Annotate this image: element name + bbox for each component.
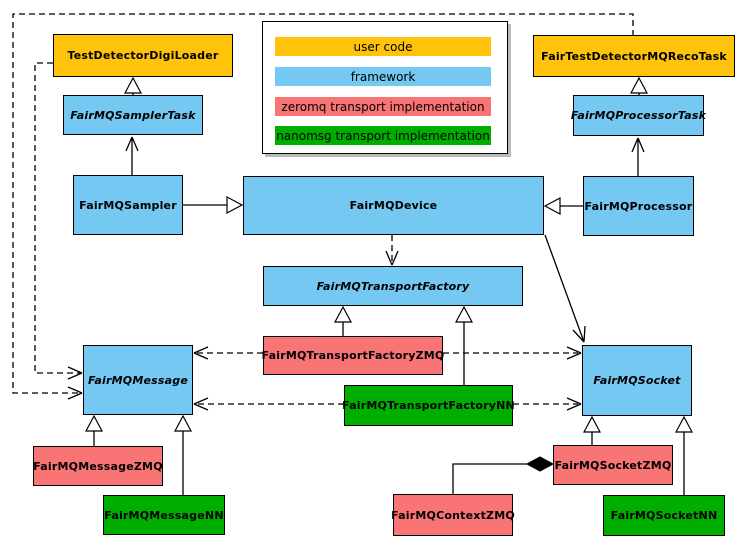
legend-item-framework: framework (275, 67, 491, 86)
edge-socketnn-to-socket (675, 415, 693, 495)
edge-contextzmq-to-socketzmq (452, 456, 555, 494)
edge-device-to-transportfactory (385, 235, 399, 266)
edge-messagezmq-to-message (85, 414, 103, 446)
class-box-fair-test-detector-mq-reco-task: FairTestDetectorMQRecoTask (533, 35, 735, 77)
class-box-fairmq-context-zmq: FairMQContextZMQ (391, 494, 515, 536)
edge-factorynn-to-message (193, 397, 344, 411)
legend-label: zeromq transport implementation (281, 99, 485, 114)
class-box-fairmq-socket-zmq: FairMQSocketZMQ (553, 445, 673, 485)
legend-item-nanomsg: nanomsg transport implementation (275, 126, 491, 145)
edge-factorynn-to-socket (513, 397, 582, 411)
class-box-fairmq-processor: FairMQProcessor (583, 176, 694, 236)
edge-factorynn-to-factory (455, 305, 473, 385)
edge-device-to-socket (544, 234, 586, 343)
edge-processortask-to-recotask (630, 76, 648, 95)
edge-processor-to-device (543, 197, 583, 215)
legend-item-user-code: user code (275, 37, 491, 56)
class-box-fairmq-transport-factory: FairMQTransportFactory (263, 266, 523, 306)
edge-messagenn-to-message (174, 414, 192, 495)
legend-label: nanomsg transport implementation (276, 128, 490, 143)
edge-factoryzmq-to-socket (443, 346, 582, 360)
edge-recotask-to-message (12, 13, 634, 400)
class-box-fairmq-message-nn: FairMQMessageNN (103, 495, 225, 535)
legend-item-zeromq: zeromq transport implementation (275, 97, 491, 116)
edge-socketzmq-to-socket (583, 415, 601, 445)
class-box-fairmq-socket-nn: FairMQSocketNN (603, 495, 725, 536)
class-box-fairmq-message: FairMQMessage (83, 345, 193, 415)
class-box-fairmq-processor-task: FairMQProcessorTask (571, 95, 706, 136)
class-box-test-detector-digi-loader: TestDetectorDigiLoader (53, 34, 233, 77)
edge-factoryzmq-to-factory (334, 305, 352, 336)
edge-processor-to-processortask (631, 137, 645, 176)
class-box-fairmq-sampler-task: FairMQSamplerTask (63, 95, 203, 135)
edge-samplertask-to-digiloader (124, 76, 142, 95)
class-box-fairmq-transport-factory-nn: FairMQTransportFactoryNN (342, 385, 515, 426)
class-box-fairmq-socket: FairMQSocket (582, 345, 692, 416)
edge-sampler-to-device (183, 196, 244, 214)
legend-label: user code (353, 39, 413, 54)
class-box-fairmq-message-zmq: FairMQMessageZMQ (33, 446, 163, 486)
class-box-fairmq-sampler: FairMQSampler (73, 175, 183, 235)
edge-factoryzmq-to-message (193, 346, 263, 360)
class-box-fairmq-device: FairMQDevice (243, 176, 544, 235)
legend: user code framework zeromq transport imp… (262, 21, 508, 154)
edge-digiloader-to-message (34, 62, 83, 380)
edge-sampler-to-samplertask (125, 136, 139, 175)
legend-label: framework (350, 69, 416, 84)
class-box-fairmq-transport-factory-zmq: FairMQTransportFactoryZMQ (262, 336, 444, 375)
